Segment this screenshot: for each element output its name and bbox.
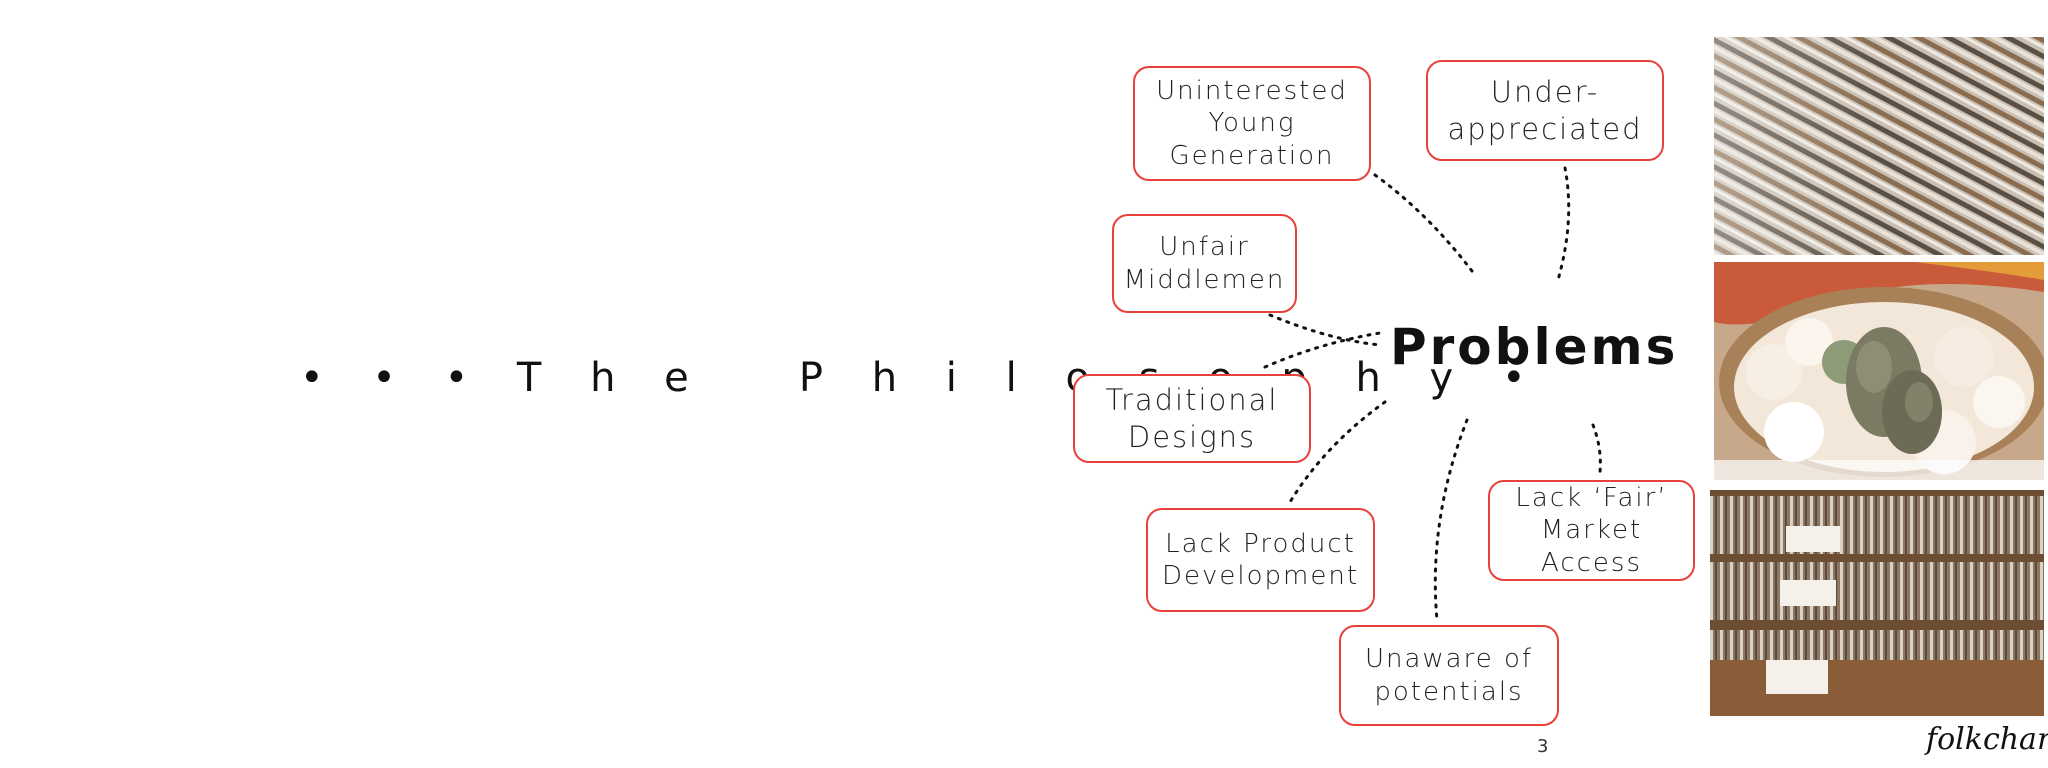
- problem-box-unaware: Unaware of potentials: [1339, 625, 1559, 726]
- problem-box-product-development: Lack Product Development: [1146, 508, 1375, 612]
- connector-unaware: [1433, 418, 1469, 622]
- page-number: 3: [1537, 736, 1549, 757]
- section-title: • • • T h e P h i l o s o p h y •: [300, 355, 1544, 401]
- connector-young-generation: [1373, 173, 1477, 277]
- problem-box-under-appreciated: Under- appreciated: [1426, 60, 1664, 161]
- problem-box-young-generation: Uninterested Young Generation: [1133, 66, 1371, 181]
- problem-box-market-access: Lack ‘Fair’ Market Access: [1488, 480, 1695, 581]
- photo-striped-fabric: [1714, 37, 2044, 255]
- central-topic: Problems: [1390, 318, 1679, 376]
- connector-middlemen: [1268, 313, 1382, 347]
- problem-box-middlemen: Unfair Middlemen: [1112, 214, 1297, 313]
- connector-product-development: [1288, 400, 1387, 504]
- connector-traditional-designs: [1263, 331, 1382, 369]
- brand-logo: folkcharm: [1926, 722, 2048, 757]
- connector-market-access: [1591, 423, 1602, 474]
- photo-cotton-yarn: [1714, 262, 2044, 480]
- problem-box-traditional-designs: Traditional Designs: [1073, 374, 1311, 463]
- photo-labeled-fabrics: [1710, 490, 2044, 716]
- connector-under-appreciated: [1556, 166, 1571, 282]
